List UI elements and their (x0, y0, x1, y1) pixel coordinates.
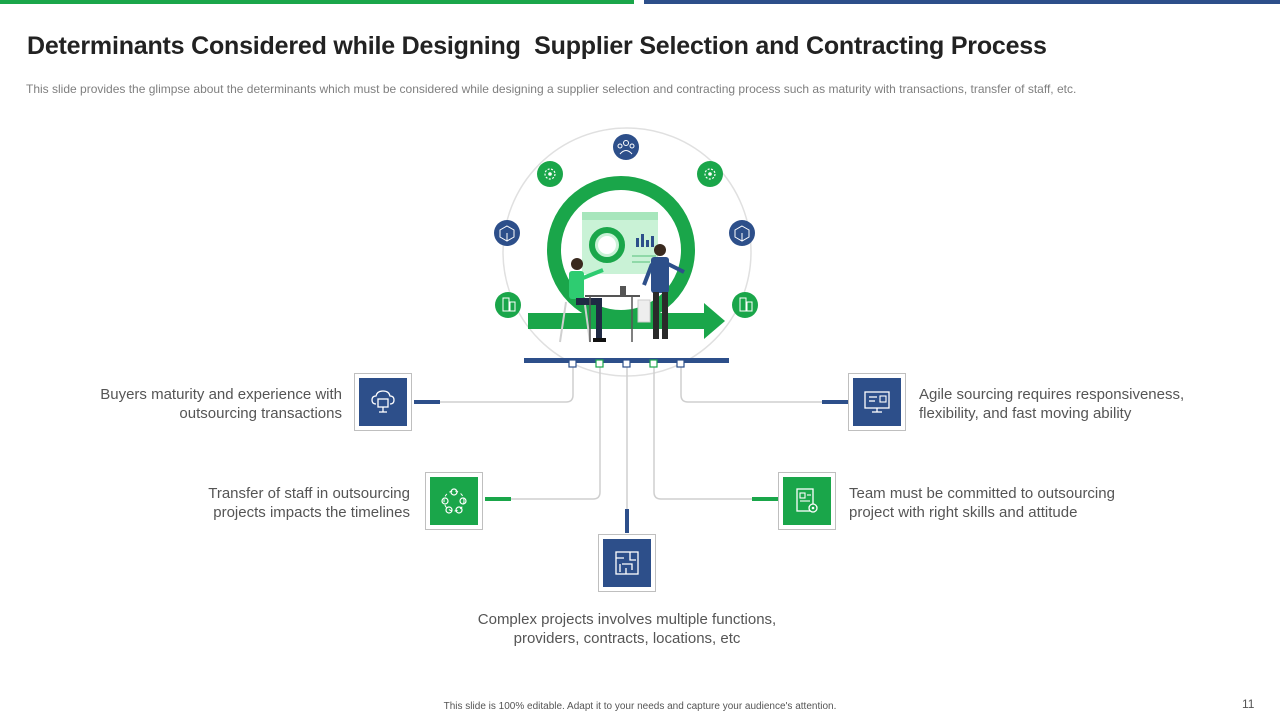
team-icon (613, 134, 639, 160)
top-accent-bar-green (0, 0, 634, 4)
item-buyers-maturity-text: Buyers maturity and experience with outs… (100, 386, 342, 422)
item-complex-projects-box (598, 534, 656, 592)
item-transfer-staff-text: Transfer of staff in outsourcing project… (208, 485, 410, 521)
presentation-board-illustration (582, 212, 658, 274)
gear-network-icon (537, 161, 563, 187)
team-network-icon (441, 488, 467, 514)
page-number: 11 (1242, 697, 1255, 711)
building-icon (732, 292, 758, 318)
top-accent-bar-blue (644, 0, 1280, 4)
item-buyers-maturity-box (354, 373, 412, 431)
slide-title: Determinants Considered while Designing … (27, 32, 1047, 60)
people-illustration (559, 244, 685, 343)
item-agile-sourcing-text: Agile sourcing requires responsiveness, … (919, 386, 1185, 422)
connector-lines (440, 366, 822, 509)
arrow-illustration (528, 303, 725, 339)
item-agile-sourcing-box (848, 373, 906, 431)
item-team-committed-text: Team must be committed to outsourcing pr… (849, 485, 1115, 521)
item-transfer-staff-box (425, 472, 483, 530)
connector-accents (414, 400, 848, 533)
maze-icon (615, 551, 639, 575)
item-team-committed-box (778, 472, 836, 530)
footer-note: This slide is 100% editable. Adapt it to… (443, 701, 837, 712)
cube-icon (729, 220, 755, 246)
connector-nodes (568, 359, 685, 368)
item-complex-projects-text: Complex projects involves multiple funct… (477, 611, 777, 647)
slide-subtitle: This slide provides the glimpse about th… (26, 82, 1077, 96)
document-gear-icon (796, 488, 818, 513)
cloud-computer-icon (371, 390, 395, 413)
cube-icon (494, 220, 520, 246)
monitor-dashboard-icon (864, 391, 890, 413)
gear-network-icon (697, 161, 723, 187)
building-icon (495, 292, 521, 318)
